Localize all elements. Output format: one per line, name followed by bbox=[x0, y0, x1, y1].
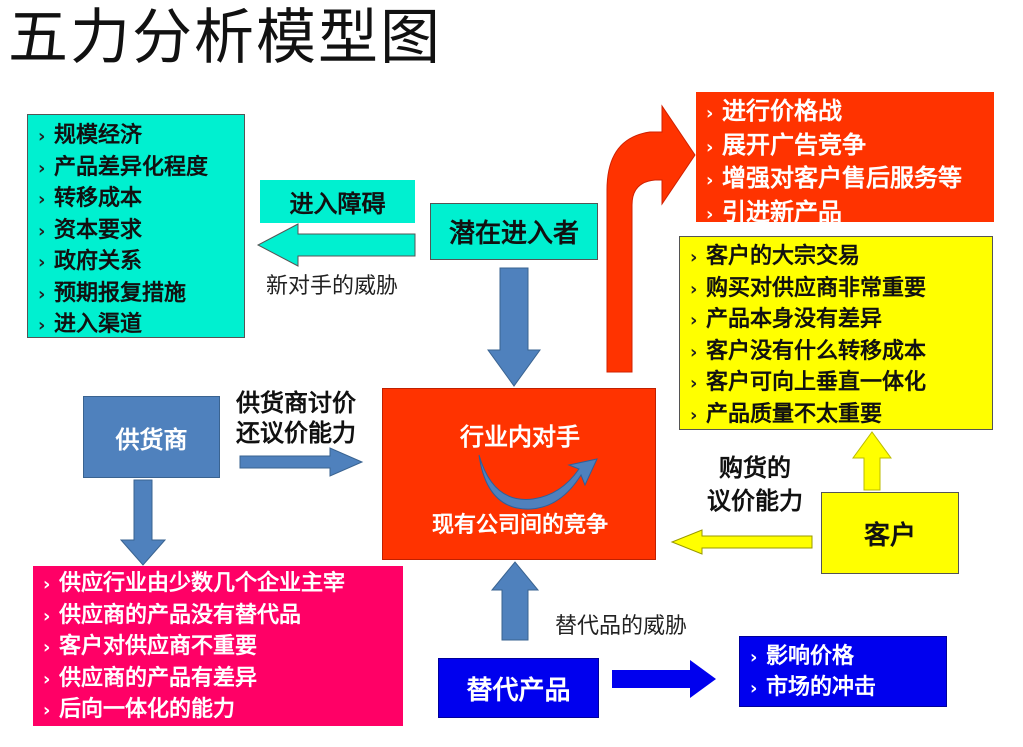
list-item: 产品差异化程度 bbox=[38, 153, 244, 185]
list-item: 购买对供应商非常重要 bbox=[690, 274, 992, 306]
substitute-effects-list: 影响价格 市场的冲击 bbox=[750, 642, 946, 704]
industry-rivals-subtitle: 现有公司间的竞争 bbox=[431, 513, 608, 538]
list-item: 客户对供应商不重要 bbox=[43, 632, 403, 664]
list-item: 市场的冲击 bbox=[750, 673, 946, 704]
barriers-panel: 规模经济 产品差异化程度 转移成本 资本要求 政府关系 预期报复措施 进入渠道 bbox=[27, 114, 245, 338]
potential-entrants-box: 潜在进入者 bbox=[430, 203, 598, 260]
list-item: 资本要求 bbox=[38, 216, 244, 248]
customer-factors-panel: 客户的大宗交易 购买对供应商非常重要 产品本身没有差异 客户没有什么转移成本 客… bbox=[679, 236, 993, 430]
list-item: 产品本身没有差异 bbox=[690, 305, 992, 337]
barriers-list: 规模经济 产品差异化程度 转移成本 资本要求 政府关系 预期报复措施 进入渠道 bbox=[38, 121, 244, 342]
list-item: 转移成本 bbox=[38, 184, 244, 216]
yellow-left-arrow bbox=[670, 529, 813, 555]
list-item: 引进新产品 bbox=[706, 197, 994, 231]
list-item: 进行价格战 bbox=[706, 96, 994, 130]
supplier-factors-panel: 供应行业由少数几个企业主宰 供应商的产品没有替代品 客户对供应商不重要 供应商的… bbox=[33, 566, 403, 726]
industry-rivals-title: 行业内对手 bbox=[460, 423, 580, 451]
rival-actions-list: 进行价格战 展开广告竞争 增强对客户售后服务等 引进新产品 bbox=[706, 96, 994, 230]
supplier-power-line2: 还议价能力 bbox=[236, 419, 356, 447]
substitute-effects-panel: 影响价格 市场的冲击 bbox=[739, 636, 947, 707]
list-item: 预期报复措施 bbox=[38, 279, 244, 311]
buyer-power-line2: 议价能力 bbox=[707, 487, 803, 515]
rivalry-swirl-icon bbox=[478, 454, 598, 510]
substitute-up-arrow bbox=[490, 561, 540, 641]
list-item: 供应行业由少数几个企业主宰 bbox=[43, 569, 403, 601]
buyer-power-label: 购货的 议价能力 bbox=[698, 452, 812, 518]
supplier-power-label: 供货商讨价 还议价能力 bbox=[236, 388, 356, 448]
list-item: 规模经济 bbox=[38, 121, 244, 153]
red-curved-arrow bbox=[606, 104, 696, 373]
yellow-up-arrow bbox=[852, 431, 892, 491]
supplier-right-arrow bbox=[239, 447, 364, 477]
supplier-factors-list: 供应行业由少数几个企业主宰 供应商的产品没有替代品 客户对供应商不重要 供应商的… bbox=[43, 569, 403, 727]
substitute-threat-label: 替代品的威胁 bbox=[555, 614, 688, 639]
new-entrant-threat-label: 新对手的威胁 bbox=[266, 274, 399, 299]
list-item: 客户的大宗交易 bbox=[690, 242, 992, 274]
list-item: 客户没有什么转移成本 bbox=[690, 337, 992, 369]
list-item: 后向一体化的能力 bbox=[43, 695, 403, 727]
list-item: 供应商的产品有差异 bbox=[43, 664, 403, 696]
entrants-down-arrow bbox=[487, 267, 541, 387]
list-item: 客户可向上垂直一体化 bbox=[690, 368, 992, 400]
list-item: 政府关系 bbox=[38, 247, 244, 279]
substitutes-box: 替代产品 bbox=[438, 658, 599, 718]
supplier-down-arrow bbox=[119, 479, 167, 566]
cyan-left-arrow bbox=[256, 223, 416, 267]
substitute-right-arrow bbox=[612, 660, 716, 698]
list-item: 供应商的产品没有替代品 bbox=[43, 601, 403, 633]
list-item: 展开广告竞争 bbox=[706, 130, 994, 164]
supplier-power-line1: 供货商讨价 bbox=[236, 389, 356, 417]
buyer-power-line1: 购货的 bbox=[719, 454, 791, 482]
list-item: 产品质量不太重要 bbox=[690, 400, 992, 432]
customer-factors-list: 客户的大宗交易 购买对供应商非常重要 产品本身没有差异 客户没有什么转移成本 客… bbox=[690, 242, 992, 431]
list-item: 进入渠道 bbox=[38, 310, 244, 342]
list-item: 影响价格 bbox=[750, 642, 946, 673]
list-item: 增强对客户售后服务等 bbox=[706, 163, 994, 197]
entry-barriers-label: 进入障碍 bbox=[260, 180, 415, 223]
customer-box: 客户 bbox=[821, 492, 959, 574]
page-title: 五力分析模型图 bbox=[8, 3, 442, 73]
supplier-box: 供货商 bbox=[83, 396, 220, 478]
industry-rivals-box: 行业内对手 现有公司间的竞争 bbox=[382, 388, 656, 560]
rival-actions-panel: 进行价格战 展开广告竞争 增强对客户售后服务等 引进新产品 bbox=[696, 92, 994, 226]
